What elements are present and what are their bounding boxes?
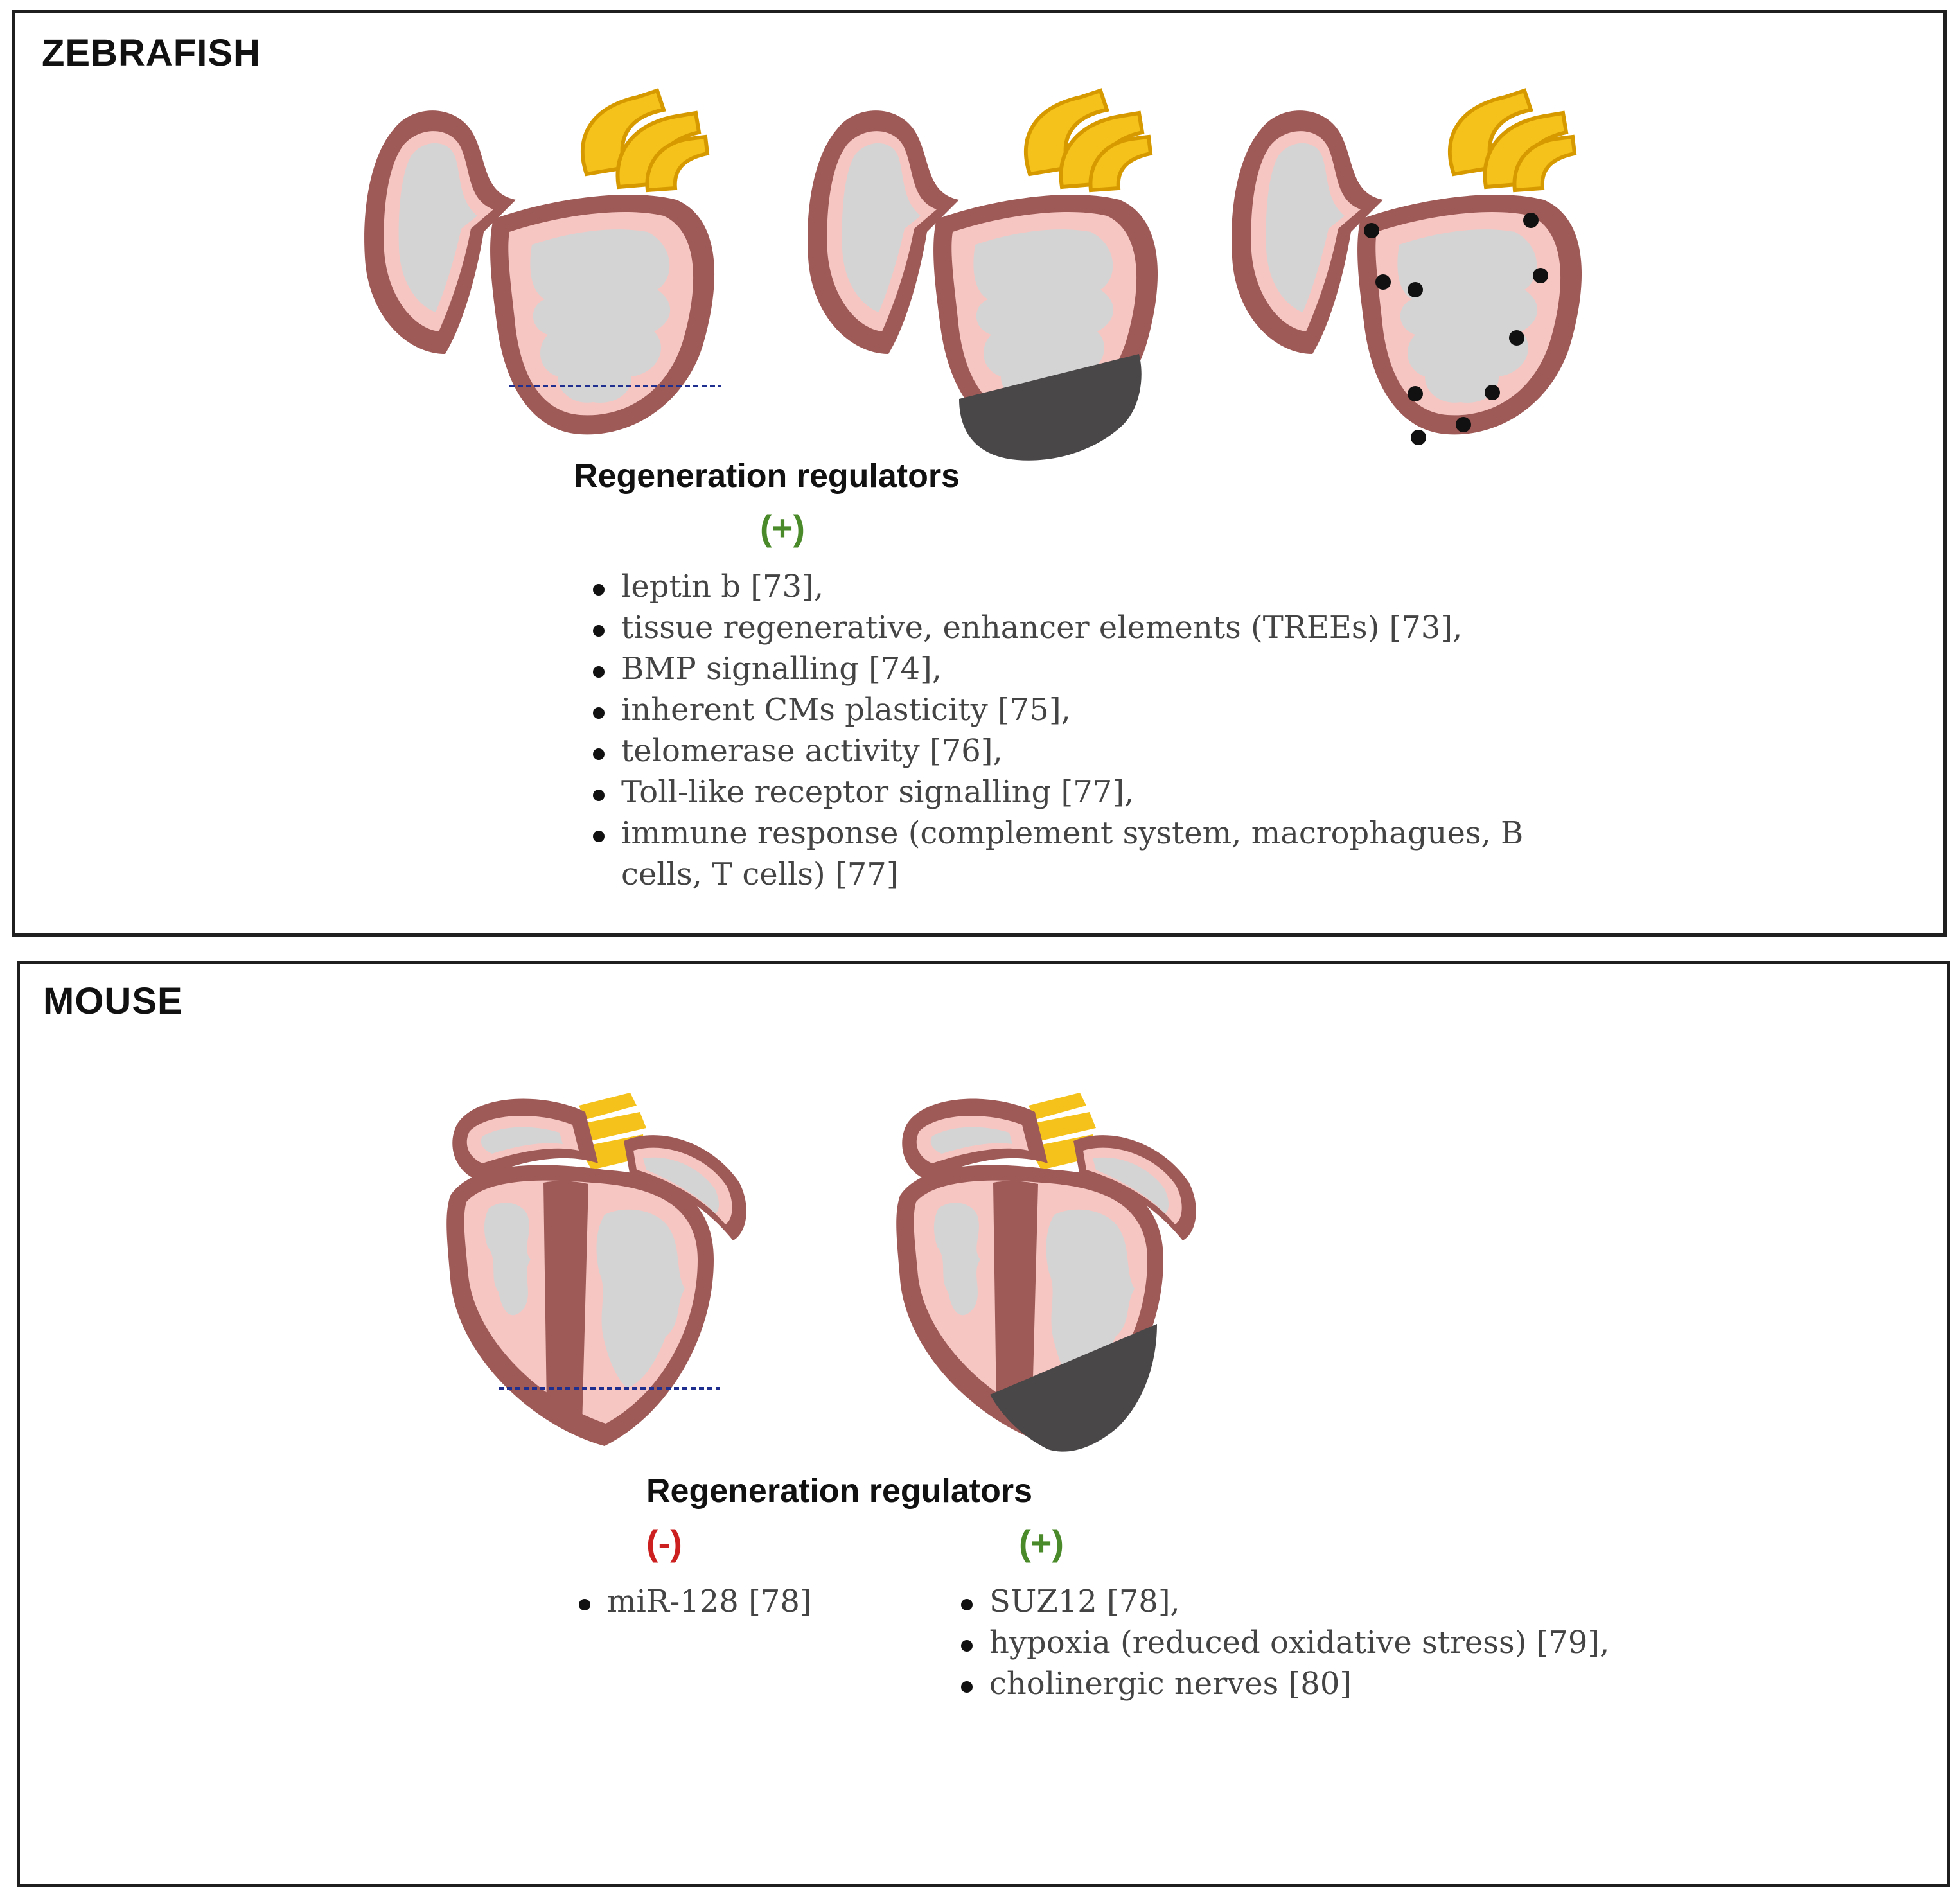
zebrafish-regulators-heading: Regeneration regulators bbox=[574, 457, 960, 495]
mouse-title: MOUSE bbox=[43, 980, 183, 1022]
list-item: telomerase activity [76], bbox=[593, 730, 1595, 772]
zebrafish-heart-amputation bbox=[364, 88, 721, 435]
mouse-regulators-heading: Regeneration regulators bbox=[646, 1472, 1033, 1510]
list-item: tissue regenerative, enhancer elements (… bbox=[593, 607, 1595, 648]
scar-region bbox=[990, 1324, 1157, 1452]
ventricle-icon bbox=[446, 1165, 714, 1446]
proliferating-cardiomyocytes bbox=[1364, 213, 1548, 445]
atrium-icon bbox=[364, 110, 516, 354]
ventricle-icon bbox=[490, 194, 715, 435]
atrium-left-icon bbox=[902, 1098, 1048, 1179]
outflow-tract-icon bbox=[580, 88, 710, 193]
scar-region bbox=[959, 354, 1142, 461]
list-item: immune response (complement system, macr… bbox=[593, 813, 1559, 895]
list-item: BMP signalling [74], bbox=[593, 648, 1595, 689]
list-item: SUZ12 [78], bbox=[961, 1581, 1732, 1622]
zebrafish-heart-scar bbox=[808, 88, 1158, 461]
atrium-right-icon bbox=[624, 1135, 746, 1240]
atrium-icon bbox=[808, 110, 959, 354]
zebrafish-panel: ZEBRAFISH bbox=[12, 10, 1947, 937]
mouse-negative-sign: (-) bbox=[646, 1522, 682, 1563]
atrium-icon bbox=[1232, 110, 1383, 354]
zebrafish-positive-sign: (+) bbox=[760, 507, 805, 548]
mouse-positive-sign: (+) bbox=[1019, 1522, 1064, 1563]
mouse-negative-list: miR-128 [78] bbox=[579, 1581, 900, 1622]
list-item: leptin b [73], bbox=[593, 566, 1595, 607]
mouse-heart-scar bbox=[896, 1093, 1196, 1452]
outflow-tract-icon bbox=[1023, 88, 1153, 193]
mouse-positive-list: SUZ12 [78], hypoxia (reduced oxidative s… bbox=[961, 1581, 1732, 1704]
mouse-panel: MOUSE bbox=[17, 961, 1950, 1887]
ventricle-icon bbox=[1357, 194, 1582, 435]
list-item: miR-128 [78] bbox=[579, 1581, 900, 1622]
zebrafish-title: ZEBRAFISH bbox=[42, 32, 261, 74]
outflow-tract-icon bbox=[1447, 88, 1577, 193]
zebrafish-heart-regenerating bbox=[1232, 88, 1582, 445]
atrium-right-icon bbox=[1073, 1135, 1196, 1240]
atrium-left-icon bbox=[452, 1098, 598, 1179]
mouse-heart-amputation bbox=[446, 1093, 746, 1446]
list-item: hypoxia (reduced oxidative stress) [79], bbox=[961, 1622, 1732, 1663]
zebrafish-positive-list: leptin b [73], tissue regenerative, enha… bbox=[593, 566, 1595, 895]
list-item: cholinergic nerves [80] bbox=[961, 1663, 1732, 1704]
list-item: Toll-like receptor signalling [77], bbox=[593, 772, 1595, 813]
list-item: inherent CMs plasticity [75], bbox=[593, 689, 1595, 730]
